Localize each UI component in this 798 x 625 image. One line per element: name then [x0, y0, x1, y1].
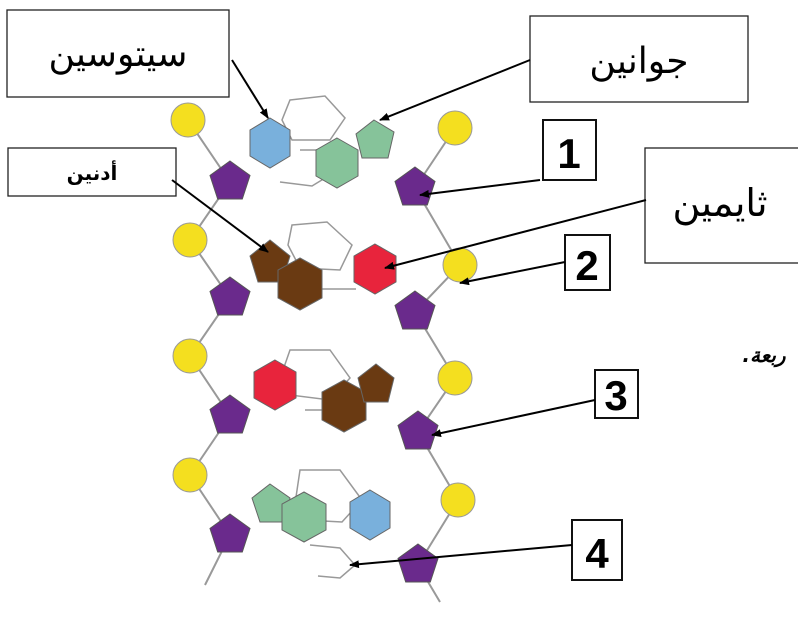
- adenine-base-hex: [277, 257, 323, 311]
- number-box-1: [542, 119, 597, 181]
- cytosine-base-top: [249, 117, 291, 169]
- sugar-6: [394, 290, 436, 330]
- sugar-group: [209, 160, 439, 583]
- sugar-2: [209, 276, 251, 316]
- adenine-label: أدنين: [67, 159, 118, 185]
- sugar-5: [394, 166, 436, 206]
- cytosine-base-bottom: [349, 489, 391, 541]
- sugar-4: [209, 513, 251, 553]
- number-box-4: [571, 519, 623, 581]
- phosphate-group: [170, 102, 478, 518]
- guanine-base-top-pent: [355, 119, 395, 159]
- phosphate-1: [170, 102, 206, 138]
- number-label-2: 2: [575, 242, 598, 289]
- arrow-cytosine: [231, 59, 269, 119]
- thymine-label: ثايمين: [672, 181, 767, 226]
- arrow-1: [419, 179, 541, 198]
- number-box-3: [594, 369, 639, 419]
- number-label-4: 4: [585, 530, 609, 577]
- phosphate-2: [172, 222, 208, 258]
- phosphate-7: [437, 360, 473, 396]
- arrow-2: [459, 261, 566, 286]
- thymine-label-box: [644, 147, 798, 264]
- number-label-3: 3: [604, 372, 627, 419]
- thymine-base-mid: [253, 359, 297, 411]
- adenine-base-mid-pent: [357, 363, 395, 403]
- arrow-guanine: [379, 59, 531, 121]
- arrow-3: [431, 399, 596, 438]
- guanine-label: جوانين: [589, 41, 688, 82]
- phosphate-3: [172, 338, 208, 374]
- partial-text: ربعة.: [742, 343, 786, 368]
- number-box-2: [564, 234, 611, 291]
- guanine-base-bottom-pent: [251, 483, 291, 523]
- sugar-1: [209, 160, 251, 200]
- arrow-thymine: [384, 199, 647, 270]
- cytosine-label: سيتوسين: [49, 34, 188, 75]
- guanine-base-top-hex: [315, 137, 359, 189]
- phosphate-5: [437, 110, 473, 146]
- arrow-adenine: [171, 179, 269, 253]
- number-label-1: 1: [557, 130, 580, 177]
- sugar-8: [397, 543, 439, 583]
- phosphate-8: [440, 482, 476, 518]
- guanine-base-bottom-hex: [281, 491, 327, 543]
- adenine-label-box: [7, 147, 177, 197]
- phosphate-4: [172, 457, 208, 493]
- thymine-base-top: [353, 243, 397, 295]
- phosphate-6: [442, 247, 478, 283]
- sugar-3: [209, 394, 251, 434]
- arrow-4: [349, 544, 573, 569]
- guanine-label-box: [529, 15, 749, 103]
- cytosine-label-box: [6, 9, 230, 98]
- sugar-7: [397, 410, 439, 450]
- adenine-base-mid-hex: [321, 379, 367, 433]
